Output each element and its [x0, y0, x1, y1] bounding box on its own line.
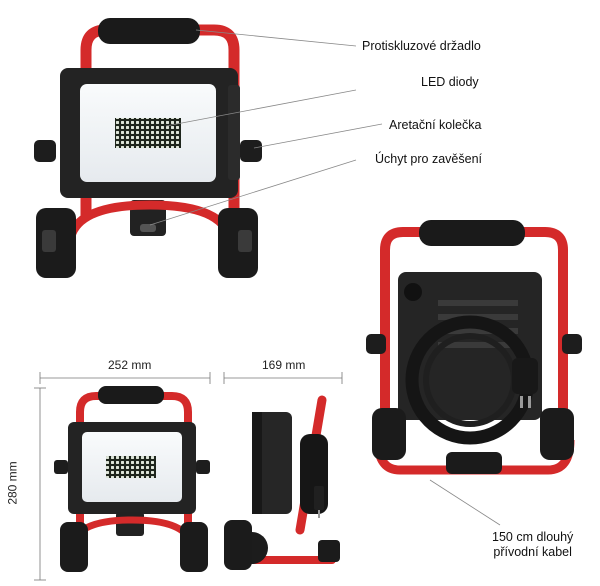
main-lamp-front	[34, 18, 262, 278]
callout-cable-line2: přívodní kabel	[493, 545, 572, 559]
callout-cable: 150 cm dlouhý přívodní kabel	[492, 530, 573, 560]
callout-hook: Úchyt pro zavěšení	[375, 152, 482, 166]
callout-knob: Aretační kolečka	[389, 118, 482, 132]
callout-cable-line1: 150 cm dlouhý	[492, 530, 574, 544]
led-chip	[115, 118, 181, 148]
handle-grip	[98, 18, 200, 44]
lamp-back-view	[366, 220, 582, 475]
knob-right	[240, 140, 262, 162]
dimension-lines	[34, 372, 343, 581]
callout-led: LED diody	[421, 75, 479, 89]
dimension-height: 280 mm	[5, 461, 20, 505]
dimension-depth: 169 mm	[262, 358, 306, 372]
callout-handle: Protiskluzové držadlo	[362, 39, 481, 53]
dimension-width: 252 mm	[108, 358, 152, 372]
callout-lines	[149, 29, 501, 526]
lamp-dimension-front	[54, 386, 210, 572]
knob-left	[34, 140, 56, 162]
lamp-side-view	[224, 395, 340, 570]
